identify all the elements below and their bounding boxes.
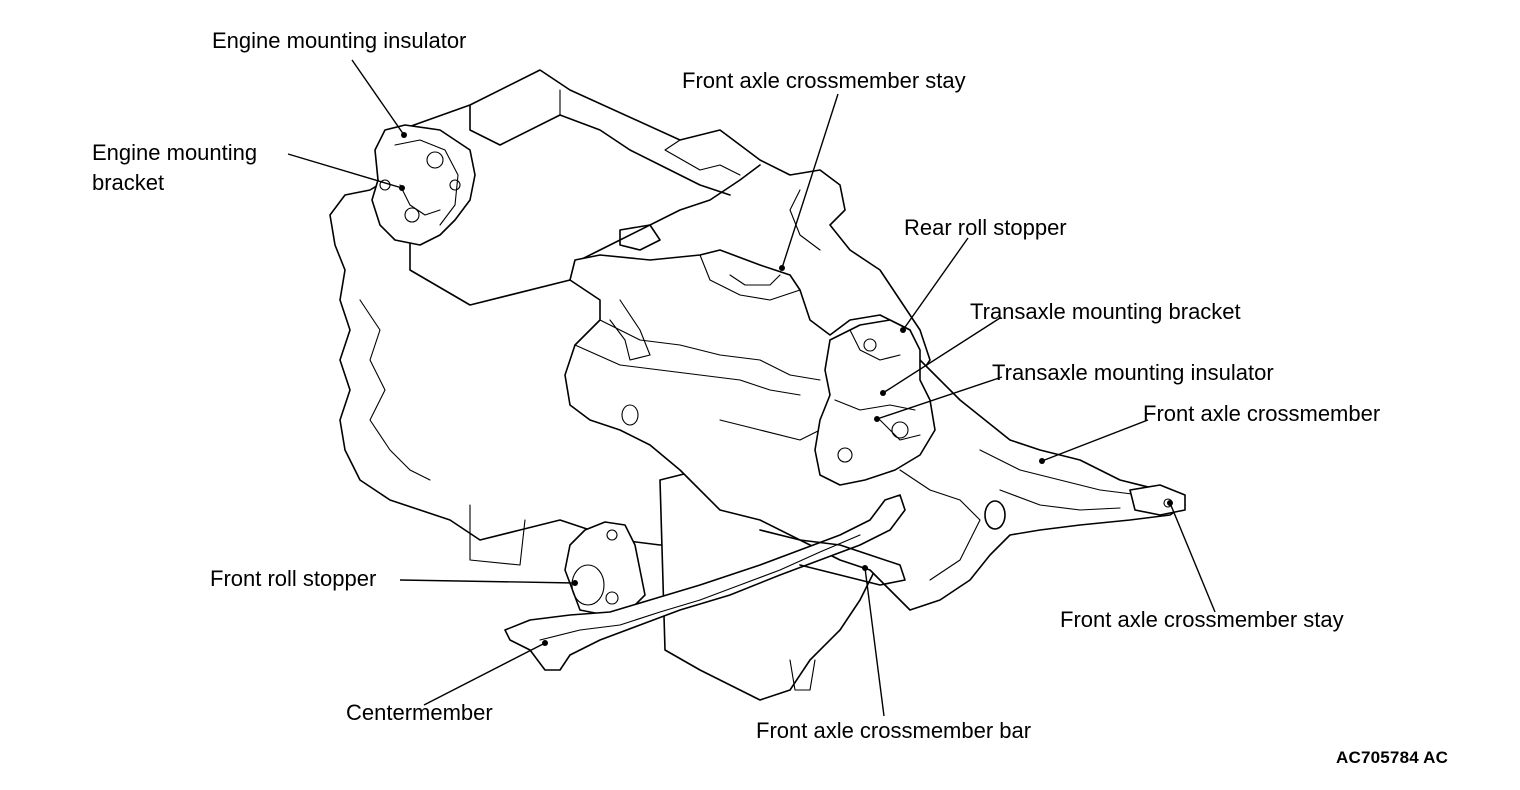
engine-mount-assembly [371,124,476,246]
label-front-axle-crossmember-bar: Front axle crossmember bar [756,718,1032,743]
label-front-axle-crossmember-stay-top: Front axle crossmember stay [682,68,966,93]
leader-lines [287,59,1216,717]
label-engine-mounting-insulator: Engine mounting insulator [212,28,467,53]
front-axle-crossmember-stay-shape [1129,484,1186,516]
transaxle-mount-assembly [814,319,936,486]
label-front-axle-crossmember: Front axle crossmember [1143,401,1381,426]
figure-code: AC705784 AC [1336,748,1449,767]
label-engine-mounting-bracket-line1: Engine mounting [92,140,258,165]
label-transaxle-mounting-insulator: Transaxle mounting insulator [992,360,1274,385]
label-front-roll-stopper: Front roll stopper [210,566,377,591]
label-rear-roll-stopper: Rear roll stopper [904,215,1067,240]
centermember-shape [504,494,906,671]
label-front-axle-crossmember-stay-right: Front axle crossmember stay [1060,607,1344,632]
label-transaxle-mounting-bracket: Transaxle mounting bracket [970,299,1241,324]
label-engine-mounting-bracket-line2: bracket [92,170,165,195]
label-centermember: Centermember [346,700,493,725]
